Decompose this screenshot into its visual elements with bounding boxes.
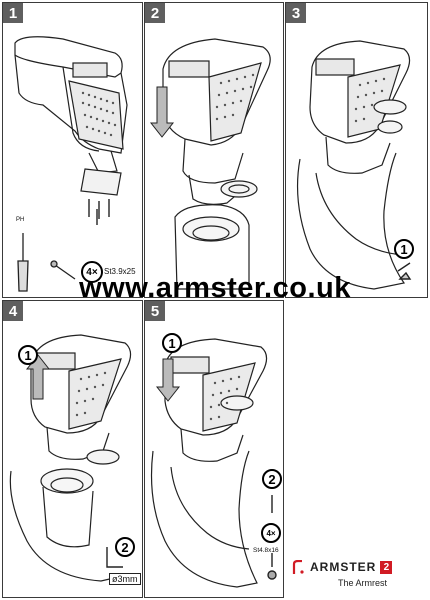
armrest-mounting-illustration: [149, 38, 271, 290]
panel-number: 5: [145, 301, 165, 321]
panel-2: 2: [144, 2, 284, 298]
screwdriver-label: PH: [16, 217, 25, 223]
quantity-badge: 4×: [81, 261, 103, 283]
step-marker: 1: [394, 239, 414, 259]
screw-spec-label: St3.9x25: [104, 267, 136, 276]
brand-name: ARMSTER: [310, 560, 377, 574]
panel-number: 4: [3, 301, 23, 321]
step-marker: 1: [18, 345, 38, 365]
armrest-lift-illustration: [9, 334, 132, 582]
screw-spec-label: St4.8x16: [253, 547, 279, 554]
panel-number: 3: [286, 3, 306, 23]
quantity-badge: 4×: [261, 523, 281, 543]
panel-3: 3 1: [285, 2, 428, 298]
armrest-installed-illustration: [296, 40, 412, 290]
armster-logo-icon: [292, 560, 304, 574]
drill-size-label: ø3mm: [109, 573, 141, 585]
website-url[interactable]: www.armster.co.uk: [79, 272, 351, 304]
step-marker: 1: [162, 333, 182, 353]
panel-1: 1: [2, 2, 143, 298]
brand-badge: 2: [380, 560, 393, 574]
brand-block: ARMSTER 2 The Armrest: [292, 556, 428, 596]
panel-5: 5 1 2 4× St4.8x16: [144, 300, 284, 598]
step-marker: 2: [262, 469, 282, 489]
armrest-final-fit-illustration: [150, 338, 277, 588]
panel-number: 2: [145, 3, 165, 23]
brand-tagline: The Armrest: [338, 578, 388, 588]
panel-4: 4 1 2 ø3mm: [2, 300, 143, 598]
armrest-exploded-illustration: [14, 36, 128, 292]
step-marker: 2: [115, 537, 135, 557]
panel-number: 1: [3, 3, 23, 23]
